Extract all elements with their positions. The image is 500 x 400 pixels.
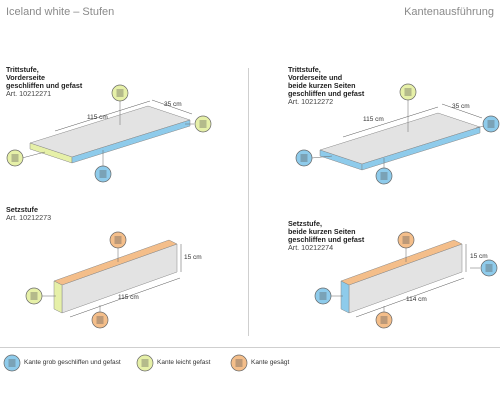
orange-edge-icon	[230, 354, 248, 372]
panel-3-label: Setzstufe Art. 10212273	[6, 205, 52, 222]
edge-left-blue	[340, 280, 350, 314]
vertical-divider	[248, 68, 249, 336]
blue-edge-icon	[3, 354, 21, 372]
green-edge-icon	[6, 149, 24, 167]
green-edge-icon	[111, 84, 129, 102]
dim-height: 15 cm	[184, 254, 202, 261]
legend-label-green: Kante leicht gefast	[157, 359, 211, 366]
green-edge-icon	[194, 115, 212, 133]
dim-depth: 35 cm	[452, 103, 470, 110]
panel-4-label: Setzstufe, beide kurzen Seiten geschliff…	[288, 219, 365, 252]
dim-length: 114 cm	[406, 296, 427, 303]
dim-height: 15 cm	[470, 253, 488, 260]
green-edge-icon	[399, 83, 417, 101]
panel-2-label: Trittstufe, Vorderseite und beide kurzen…	[288, 65, 365, 106]
legend-divider	[0, 347, 500, 348]
edge-front-blue	[361, 126, 481, 171]
page-title: Iceland white – Stufen	[6, 6, 115, 18]
panel-2-drawing	[295, 83, 500, 185]
panel-4-drawing	[314, 231, 498, 329]
panel-1-label: Trittstufe, Vorderseite geschliffen und …	[6, 65, 83, 98]
blue-edge-icon	[314, 287, 332, 305]
blue-edge-icon	[482, 115, 500, 133]
dim-length: 115 cm	[118, 294, 139, 301]
edge-front-blue	[71, 119, 191, 164]
orange-edge-icon	[397, 231, 415, 249]
blue-edge-icon	[480, 259, 498, 277]
dim-length: 115 cm	[87, 114, 108, 121]
dim-depth: 35 cm	[164, 101, 182, 108]
legend-label-blue: Kante grob geschliffen und gefast	[24, 359, 121, 366]
panel-3-drawing	[25, 231, 182, 329]
section-title: Kantenausführung	[404, 6, 494, 18]
panel-1-drawing	[6, 84, 212, 183]
dim-length: 115 cm	[363, 116, 384, 123]
edge-left-green	[53, 280, 63, 314]
legend-label-orange: Kante gesägt	[251, 359, 290, 366]
green-edge-icon	[136, 354, 154, 372]
green-edge-icon	[25, 287, 43, 305]
blue-edge-icon	[295, 149, 313, 167]
orange-edge-icon	[109, 231, 127, 249]
legend-icons	[3, 354, 248, 372]
blue-edge-icon	[375, 167, 393, 185]
blue-edge-icon	[94, 165, 112, 183]
orange-edge-icon	[91, 311, 109, 329]
orange-edge-icon	[375, 311, 393, 329]
